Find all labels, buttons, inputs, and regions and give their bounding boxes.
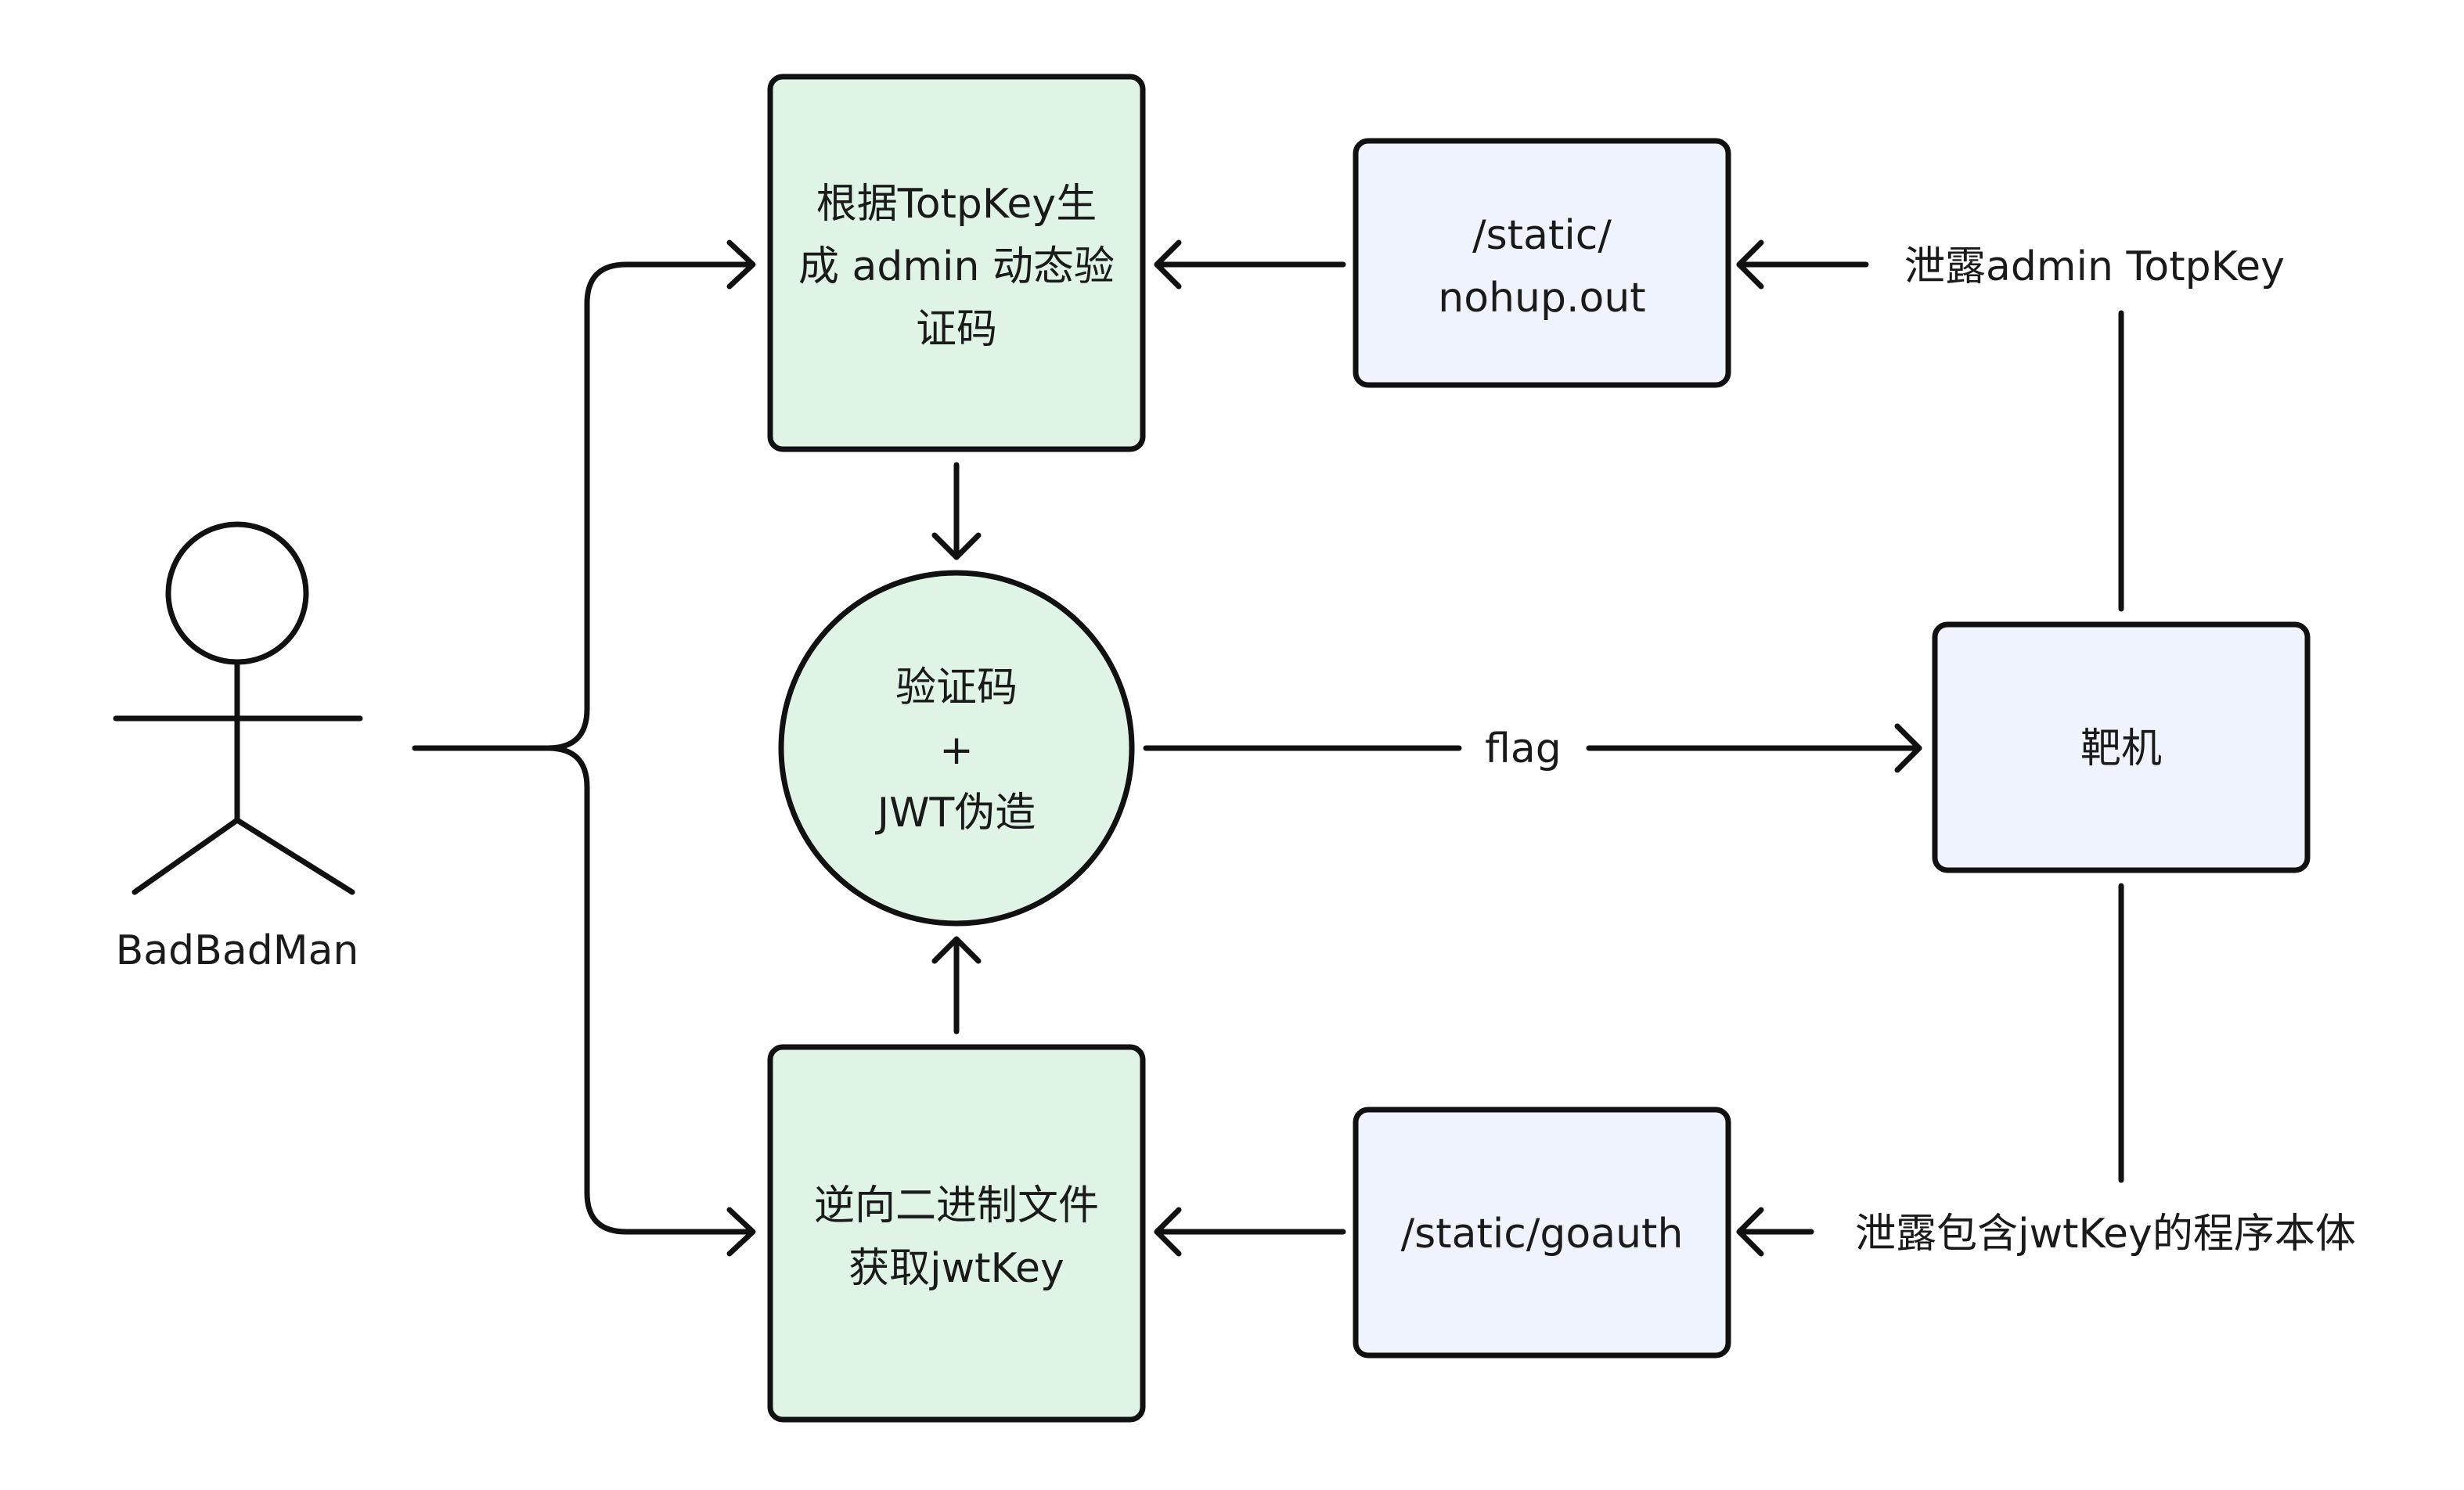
node-forge-line-1: 验证码 [895,664,1018,711]
node-generate-code-line-1: 根据TotpKey生 [816,181,1097,228]
actor-stick-figure-icon [113,521,363,895]
edge-reverse-to-forge [931,936,982,1035]
edge-forge-to-target [1143,723,1922,773]
node-reverse-box [767,1044,1146,1423]
arrowhead-icon [1736,1207,1764,1257]
edge-leak-totp-to-nohup [1736,239,1869,290]
arrowhead-icon [1736,239,1764,290]
arrowhead-icon [931,936,982,964]
edge-label-flag: flag [1485,725,1562,772]
node-forge-line-2: + [939,727,974,774]
arrowhead-icon [1154,1207,1182,1257]
edge-label-leak-program: 泄露包含jwtKey的程序本体 [1855,1211,2356,1258]
node-forge-circle [778,570,1135,927]
node-generate-code-box [767,74,1146,452]
arrowhead-icon [931,532,982,560]
edge-label-leak-totp: 泄露admin TotpKey [1904,243,2285,290]
arrowhead-icon [1894,723,1922,773]
arrowhead-icon [726,1207,756,1257]
node-generate-code-line-2: 成 admin 动态验 [798,243,1115,290]
node-reverse-line-2: 获取jwtKey [848,1245,1064,1292]
node-goauth-label: /static/goauth [1401,1211,1684,1258]
node-target-label: 靶机 [2080,725,2162,772]
arrowhead-icon [726,239,756,290]
node-goauth-box [1353,1107,1731,1359]
node-nohup-line-1: /static/ [1472,212,1612,259]
edge-leak-program-to-goauth [1736,1207,1814,1257]
node-forge-line-3: JWT伪造 [875,790,1036,837]
node-nohup-line-2: nohup.out [1438,275,1645,322]
arrowhead-icon [1154,239,1182,290]
node-reverse-line-1: 逆向二进制文件 [814,1182,1099,1229]
node-nohup-box [1353,138,1731,388]
node-target-box [1932,621,2311,873]
edge-generate-to-forge [931,462,982,560]
node-generate-code-line-3: 证码 [916,306,997,353]
edge-goauth-to-reverse [1154,1207,1346,1257]
actor-label: BadBadMan [116,927,359,974]
branch-brace-connector [412,239,756,1257]
edge-nohup-to-generate [1154,239,1346,290]
